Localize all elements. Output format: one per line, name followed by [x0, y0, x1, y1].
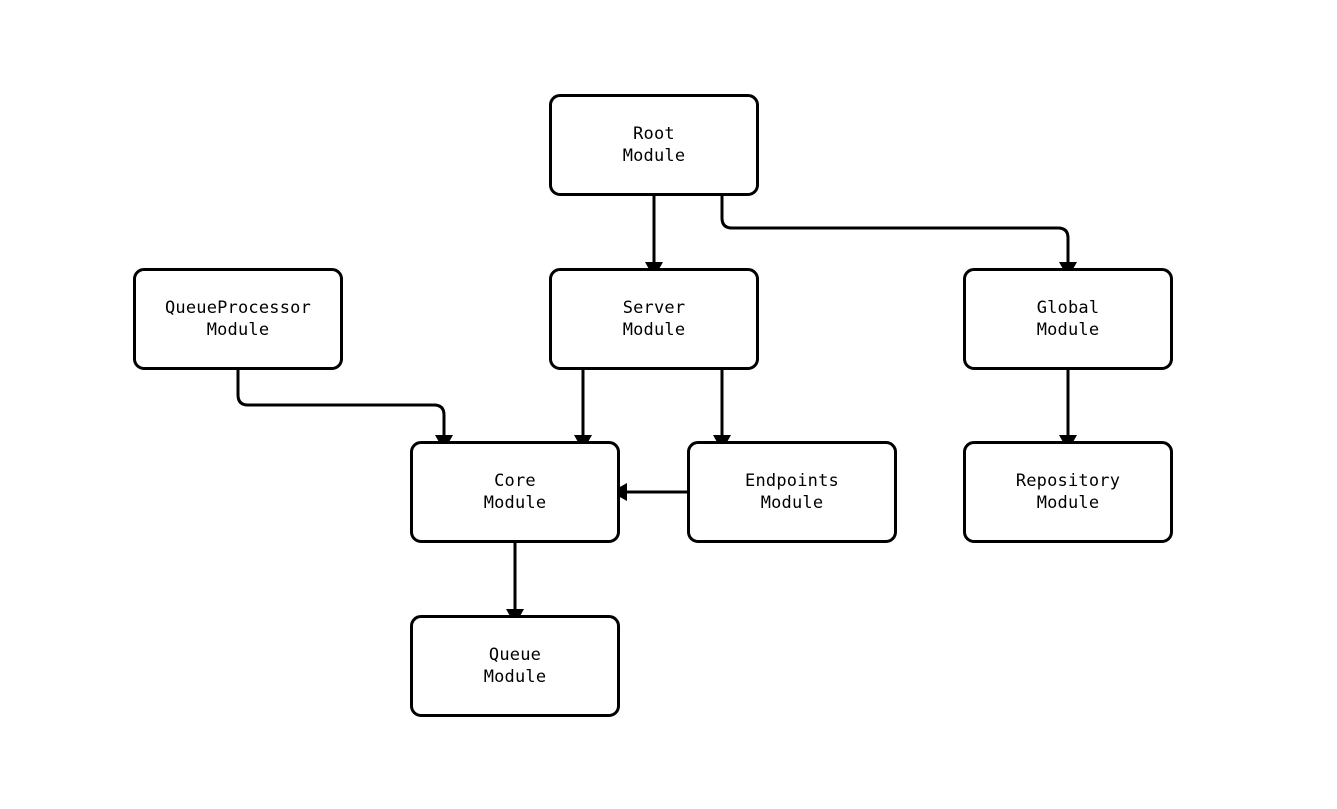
node-label-core: Core Module	[483, 471, 547, 513]
edge-root-to-global	[720, 196, 1070, 262]
node-server[interactable]: Server Module	[549, 268, 759, 370]
node-global[interactable]: Global Module	[963, 268, 1173, 370]
node-label-global: Global Module	[1036, 298, 1100, 340]
node-repository[interactable]: Repository Module	[963, 441, 1173, 543]
node-root[interactable]: Root Module	[549, 94, 759, 196]
node-label-root: Root Module	[622, 124, 686, 166]
node-queue[interactable]: Queue Module	[410, 615, 620, 717]
node-queueprocessor[interactable]: QueueProcessor Module	[133, 268, 343, 370]
edge-queueprocessor-to-core	[236, 370, 446, 435]
node-label-queueprocessor: QueueProcessor Module	[164, 298, 312, 340]
node-label-endpoints: Endpoints Module	[745, 471, 839, 513]
node-core[interactable]: Core Module	[410, 441, 620, 543]
node-endpoints[interactable]: Endpoints Module	[687, 441, 897, 543]
node-label-queue: Queue Module	[483, 645, 547, 687]
node-label-repository: Repository Module	[1015, 471, 1121, 513]
node-label-server: Server Module	[622, 298, 686, 340]
